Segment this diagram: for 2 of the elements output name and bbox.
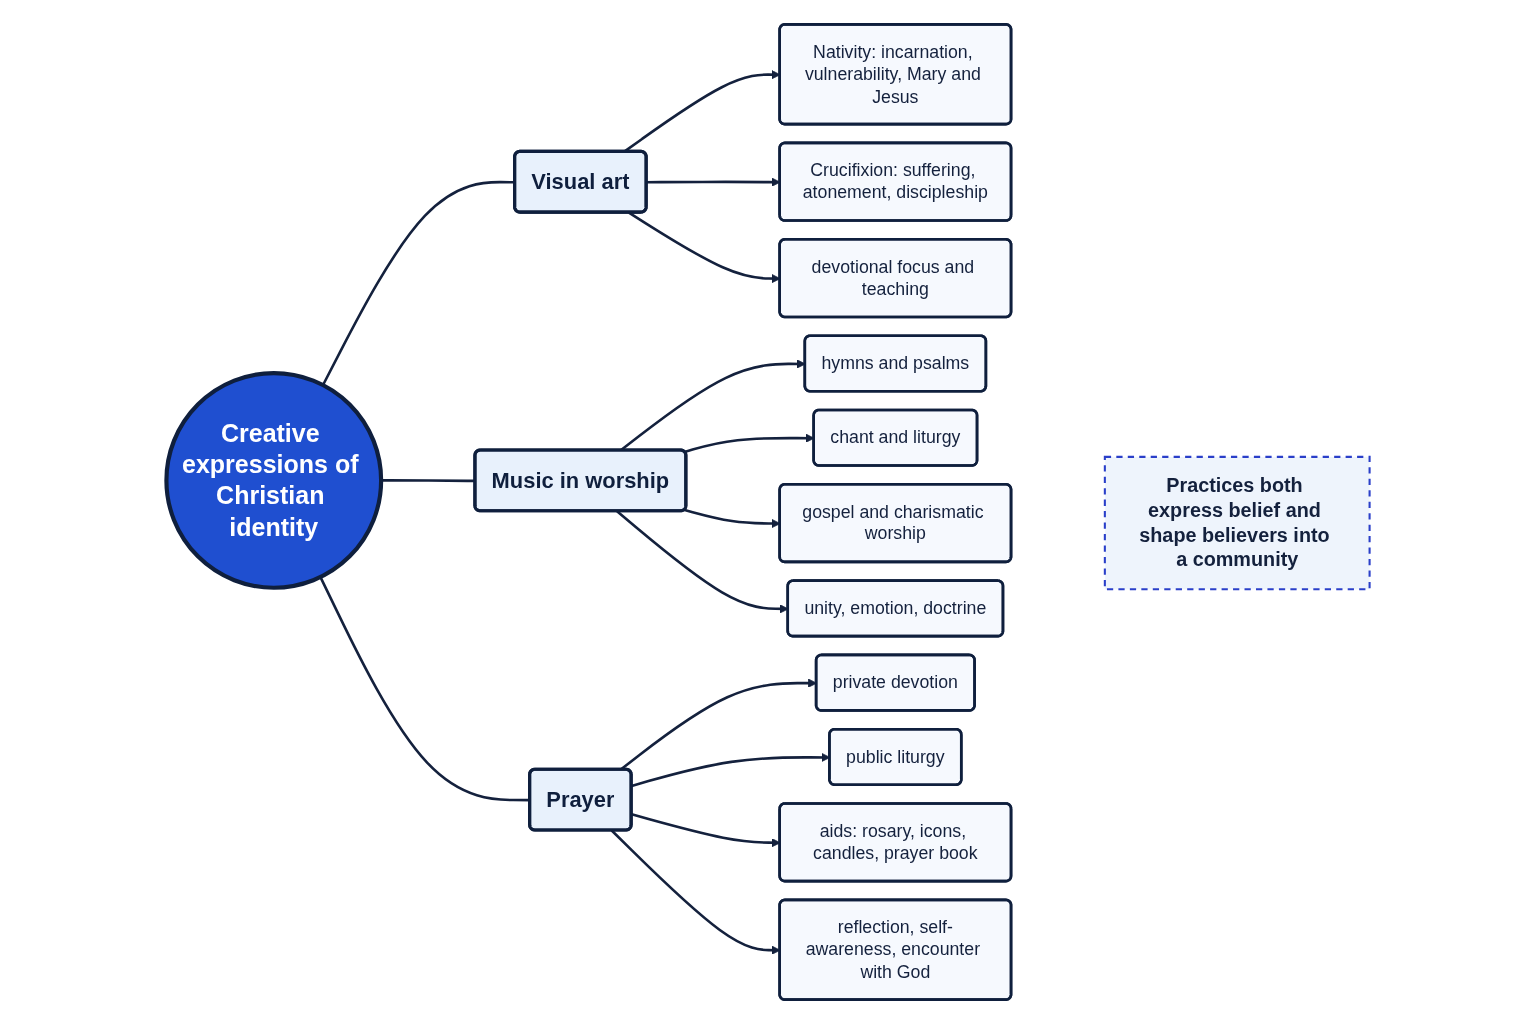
node-circle: Creative expressions of Christian identity xyxy=(164,370,384,590)
node-box: Practices both express belief and shape believers into a community xyxy=(1103,455,1371,591)
